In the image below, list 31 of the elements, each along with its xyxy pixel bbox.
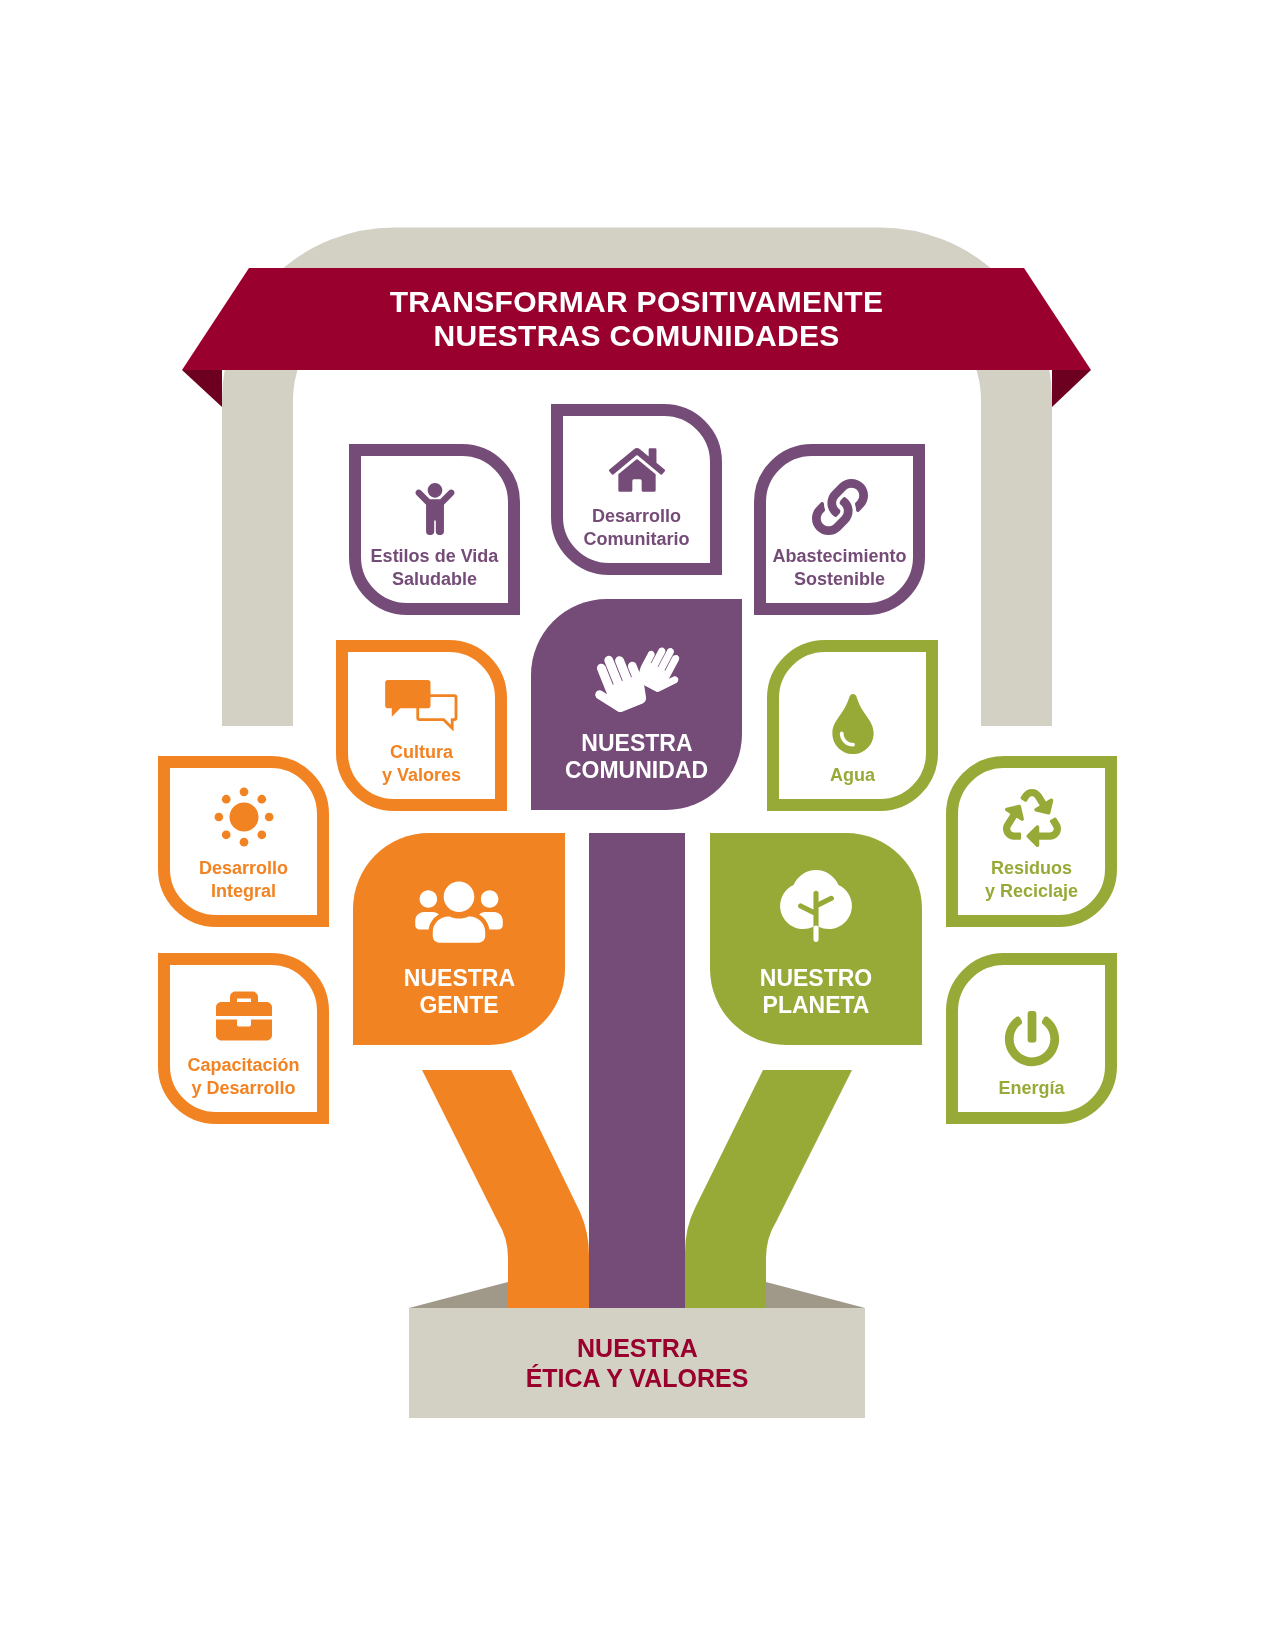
category-label: Cultura y Valores (380, 741, 463, 787)
category-tile (946, 756, 1117, 927)
base-plinth (409, 1308, 865, 1418)
category-tile (551, 404, 722, 575)
banner-title: TRANSFORMAR POSITIVAMENTE NUESTRAS COMUNIDADES (388, 285, 885, 353)
category-label: Agua (830, 764, 875, 787)
pillar-panel (353, 833, 565, 1045)
category-tile (158, 953, 329, 1124)
pillar-panel (531, 599, 742, 810)
tree-branch (422, 1070, 589, 1308)
category-tile (336, 640, 507, 811)
pillar-label: NUESTRO PLANETA (758, 965, 874, 1019)
category-label: Estilos de Vida Saludable (369, 545, 500, 591)
category-label: Energía (998, 1077, 1065, 1100)
category-label: Residuos y Reciclaje (983, 857, 1080, 903)
pillar-label: NUESTRA GENTE (402, 965, 516, 1019)
category-tile (946, 953, 1117, 1124)
category-label: Desarrollo Integral (197, 857, 289, 903)
tree-trunk (589, 833, 685, 1308)
pillar-panel (710, 833, 922, 1045)
category-label: Desarrollo Comunitario (582, 505, 691, 551)
trapezoid-banner (182, 268, 1091, 370)
category-label: Capacitación y Desarrollo (186, 1054, 301, 1100)
plinth-label: NUESTRA ÉTICA Y VALORES (524, 1333, 750, 1393)
category-tile (767, 640, 938, 811)
pillar-label: NUESTRA COMUNIDAD (563, 730, 710, 784)
category-tile (349, 444, 520, 615)
category-label: Abastecimiento Sostenible (771, 545, 908, 591)
tree-branch (685, 1070, 852, 1308)
category-tile (754, 444, 925, 615)
category-tile (158, 756, 329, 927)
